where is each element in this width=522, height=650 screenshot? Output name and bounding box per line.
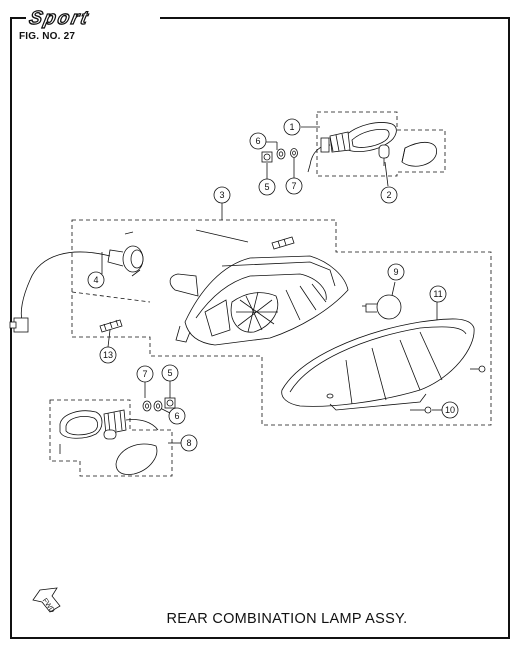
turn-signal-lower	[59, 409, 159, 454]
caption-text: REAR COMBINATION LAMP ASSY.	[166, 611, 408, 627]
sport-logo-graphic: Sport	[27, 8, 92, 30]
upper-fasteners	[261, 148, 298, 163]
callout-5-lower: 5	[161, 364, 179, 382]
turn-signal-lens-lower	[103, 429, 158, 475]
svg-text:2: 2	[386, 190, 391, 200]
callout-9: 9	[387, 263, 405, 281]
svg-text:7: 7	[142, 369, 147, 379]
svg-text:3: 3	[219, 190, 224, 200]
turn-signal-lens-upper	[378, 141, 438, 167]
svg-text:9: 9	[393, 267, 398, 277]
housing-clips	[71, 229, 295, 333]
callout-2: 2	[380, 186, 398, 204]
callout-4: 4	[87, 271, 105, 289]
turn-signal-upper	[307, 122, 397, 173]
callout-13: 13	[99, 346, 117, 364]
caption: REAR COMBINATION LAMP ASSY.	[0, 611, 522, 627]
leader-lines	[101, 126, 448, 444]
svg-text:5: 5	[264, 182, 269, 192]
logo-lettering: Sport	[27, 8, 91, 29]
svg-text:6: 6	[255, 136, 260, 146]
callout-6: 6	[249, 132, 267, 150]
svg-text:8: 8	[186, 438, 191, 448]
bulb-socket	[9, 245, 144, 333]
callout-5: 5	[258, 178, 276, 196]
lower-fasteners	[142, 397, 176, 412]
callout-8: 8	[180, 434, 198, 452]
callout-3: 3	[213, 186, 231, 204]
callout-6-lower: 6	[168, 407, 186, 425]
dashed-group-outlines	[49, 111, 492, 477]
svg-text:6: 6	[174, 411, 179, 421]
fwd-marker	[32, 587, 61, 613]
tail-lamp-housing	[169, 255, 349, 346]
callout-7-lower: 7	[136, 365, 154, 383]
svg-text:11: 11	[433, 289, 442, 299]
callout-7: 7	[285, 177, 303, 195]
tail-lamp-bulb	[362, 294, 402, 320]
figure-number: FIG. NO. 27	[19, 31, 76, 42]
svg-text:5: 5	[167, 368, 172, 378]
lens-screws	[410, 365, 486, 414]
svg-text:10: 10	[445, 405, 455, 415]
svg-text:7: 7	[291, 181, 296, 191]
callout-1: 1	[283, 118, 301, 136]
tail-lamp-lens	[281, 318, 475, 411]
svg-text:1: 1	[289, 122, 294, 132]
svg-text:13: 13	[103, 350, 113, 360]
callout-11: 11	[429, 285, 447, 303]
sport-logo: Sport	[26, 7, 160, 30]
callout-10: 10	[441, 401, 459, 419]
svg-text:4: 4	[93, 275, 98, 285]
part-callouts: 1 2 3 4 5 6 7 9 11 10 13 7 5 6 8	[87, 118, 459, 452]
